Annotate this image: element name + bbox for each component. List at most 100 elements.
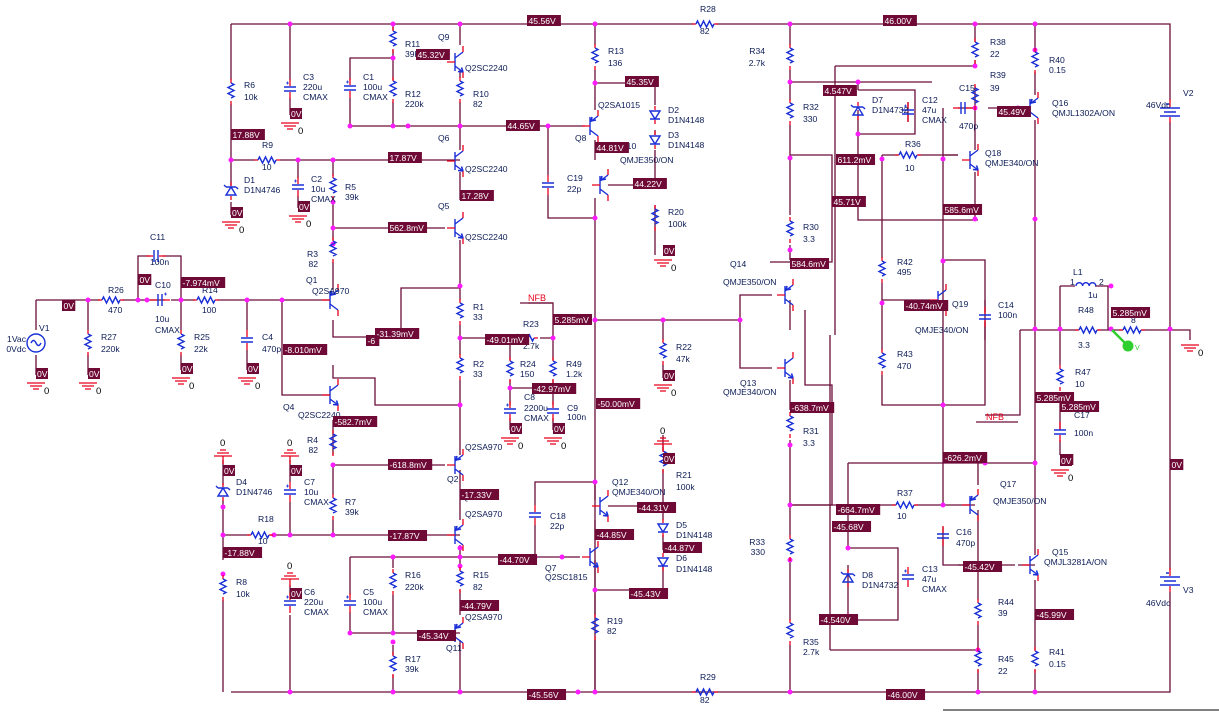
r19-symbol[interactable]	[590, 614, 600, 640]
c17-symbol[interactable]	[1054, 422, 1066, 442]
r41-symbol[interactable]	[1030, 647, 1040, 673]
q6-transistor[interactable]	[447, 145, 464, 177]
r24-symbol[interactable]	[505, 357, 515, 383]
c2-value: 10u	[311, 184, 326, 194]
r3-symbol[interactable]	[328, 237, 338, 263]
c19-symbol[interactable]	[542, 175, 554, 195]
r4-symbol[interactable]	[328, 430, 338, 456]
r33-symbol[interactable]	[785, 535, 795, 561]
r6-symbol[interactable]	[226, 79, 236, 105]
r17-symbol[interactable]	[388, 652, 398, 678]
d8-ref: D8	[862, 570, 873, 580]
d5-symbol[interactable]	[656, 519, 670, 537]
probe-icon[interactable]	[1122, 340, 1134, 352]
q1-transistor[interactable]	[322, 284, 339, 316]
r32-symbol[interactable]	[785, 99, 795, 125]
r12-symbol[interactable]	[388, 77, 398, 103]
r5-symbol[interactable]	[328, 174, 338, 200]
r37-symbol[interactable]	[892, 500, 918, 510]
q14-transistor[interactable]	[777, 279, 794, 311]
c8-symbol[interactable]	[504, 401, 516, 421]
d1-symbol[interactable]	[223, 182, 239, 200]
c15-symbol[interactable]	[953, 102, 973, 114]
voltage-probe-marker[interactable]: V	[1111, 329, 1140, 352]
voltage-value: -4.540V	[821, 615, 851, 625]
r11-symbol[interactable]	[388, 27, 398, 53]
d4-symbol[interactable]	[215, 483, 231, 501]
r30-symbol[interactable]	[785, 217, 795, 243]
voltage-value: -17.88V	[225, 548, 255, 558]
r14-symbol[interactable]	[193, 295, 219, 305]
c16-symbol[interactable]	[937, 526, 949, 546]
r39-symbol[interactable]	[970, 84, 980, 110]
c9-symbol[interactable]	[547, 401, 559, 421]
r1-symbol[interactable]	[455, 299, 465, 325]
r29-symbol[interactable]	[692, 687, 718, 697]
d7-symbol[interactable]	[850, 102, 866, 120]
r31-symbol[interactable]	[785, 412, 795, 438]
q9-transistor[interactable]	[447, 46, 464, 78]
r45-symbol[interactable]	[973, 647, 983, 673]
r35-symbol[interactable]	[785, 619, 795, 645]
r25-symbol[interactable]	[176, 330, 186, 356]
r44-symbol[interactable]	[973, 599, 983, 625]
r46-symbol[interactable]	[1119, 325, 1145, 335]
r28-symbol[interactable]	[692, 19, 718, 29]
r48-symbol[interactable]	[1075, 325, 1101, 335]
r16-symbol[interactable]	[388, 569, 398, 595]
c2-symbol[interactable]	[292, 177, 304, 197]
r27-symbol[interactable]	[83, 330, 93, 356]
l1-symbol[interactable]	[1075, 282, 1097, 287]
r49-symbol[interactable]	[548, 357, 558, 383]
c4-symbol[interactable]	[241, 330, 253, 350]
q17-transistor[interactable]	[962, 489, 979, 521]
q5-transistor[interactable]	[447, 212, 464, 244]
r42-symbol[interactable]	[877, 257, 887, 283]
r36-symbol[interactable]	[895, 150, 921, 160]
c13-symbol[interactable]	[902, 567, 914, 587]
r13-symbol[interactable]	[590, 44, 600, 70]
c1-symbol[interactable]	[344, 78, 356, 98]
r2-symbol[interactable]	[455, 354, 465, 380]
r34-symbol[interactable]	[785, 44, 795, 70]
c11-symbol[interactable]	[146, 250, 166, 262]
d2-symbol[interactable]	[648, 106, 662, 124]
c12-symbol[interactable]	[902, 102, 914, 122]
r43-symbol[interactable]	[877, 349, 887, 375]
q15-transistor[interactable]	[1022, 549, 1039, 581]
d3-symbol[interactable]	[648, 131, 662, 149]
q18-transistor[interactable]	[962, 144, 979, 176]
r47-symbol[interactable]	[1055, 365, 1065, 391]
r9-symbol[interactable]	[254, 155, 280, 165]
r18-symbol[interactable]	[247, 530, 273, 540]
q3-transistor[interactable]	[447, 519, 464, 551]
r22-symbol[interactable]	[658, 339, 668, 365]
c10-symbol[interactable]	[150, 292, 170, 307]
c14-symbol[interactable]	[979, 307, 991, 327]
q7-transistor[interactable]	[582, 541, 599, 573]
q2-transistor[interactable]	[447, 449, 464, 481]
v2-symbol[interactable]	[1160, 99, 1180, 123]
d8-symbol[interactable]	[840, 569, 856, 587]
v3-symbol[interactable]	[1160, 568, 1180, 592]
r10-symbol[interactable]	[455, 77, 465, 103]
r8-symbol[interactable]	[218, 575, 228, 601]
q4-transistor[interactable]	[322, 379, 339, 411]
r15-symbol[interactable]	[455, 567, 465, 593]
r7-symbol[interactable]	[328, 494, 338, 520]
r40-symbol[interactable]	[1030, 48, 1040, 74]
v1-symbol[interactable]	[26, 333, 46, 353]
voltage-value: -44.31V	[639, 503, 669, 513]
q12-transistor[interactable]	[592, 490, 609, 522]
c7-symbol[interactable]	[284, 482, 296, 502]
c5-symbol[interactable]	[344, 593, 356, 613]
r26-symbol[interactable]	[98, 295, 124, 305]
c18-symbol[interactable]	[529, 505, 541, 525]
d6-symbol[interactable]	[656, 553, 670, 571]
q8-transistor[interactable]	[582, 110, 599, 142]
q13-transistor[interactable]	[777, 352, 794, 384]
c3-symbol[interactable]	[284, 79, 296, 99]
r38-symbol[interactable]	[970, 38, 980, 64]
q10-transistor[interactable]	[592, 169, 609, 201]
r20-symbol[interactable]	[650, 205, 660, 231]
